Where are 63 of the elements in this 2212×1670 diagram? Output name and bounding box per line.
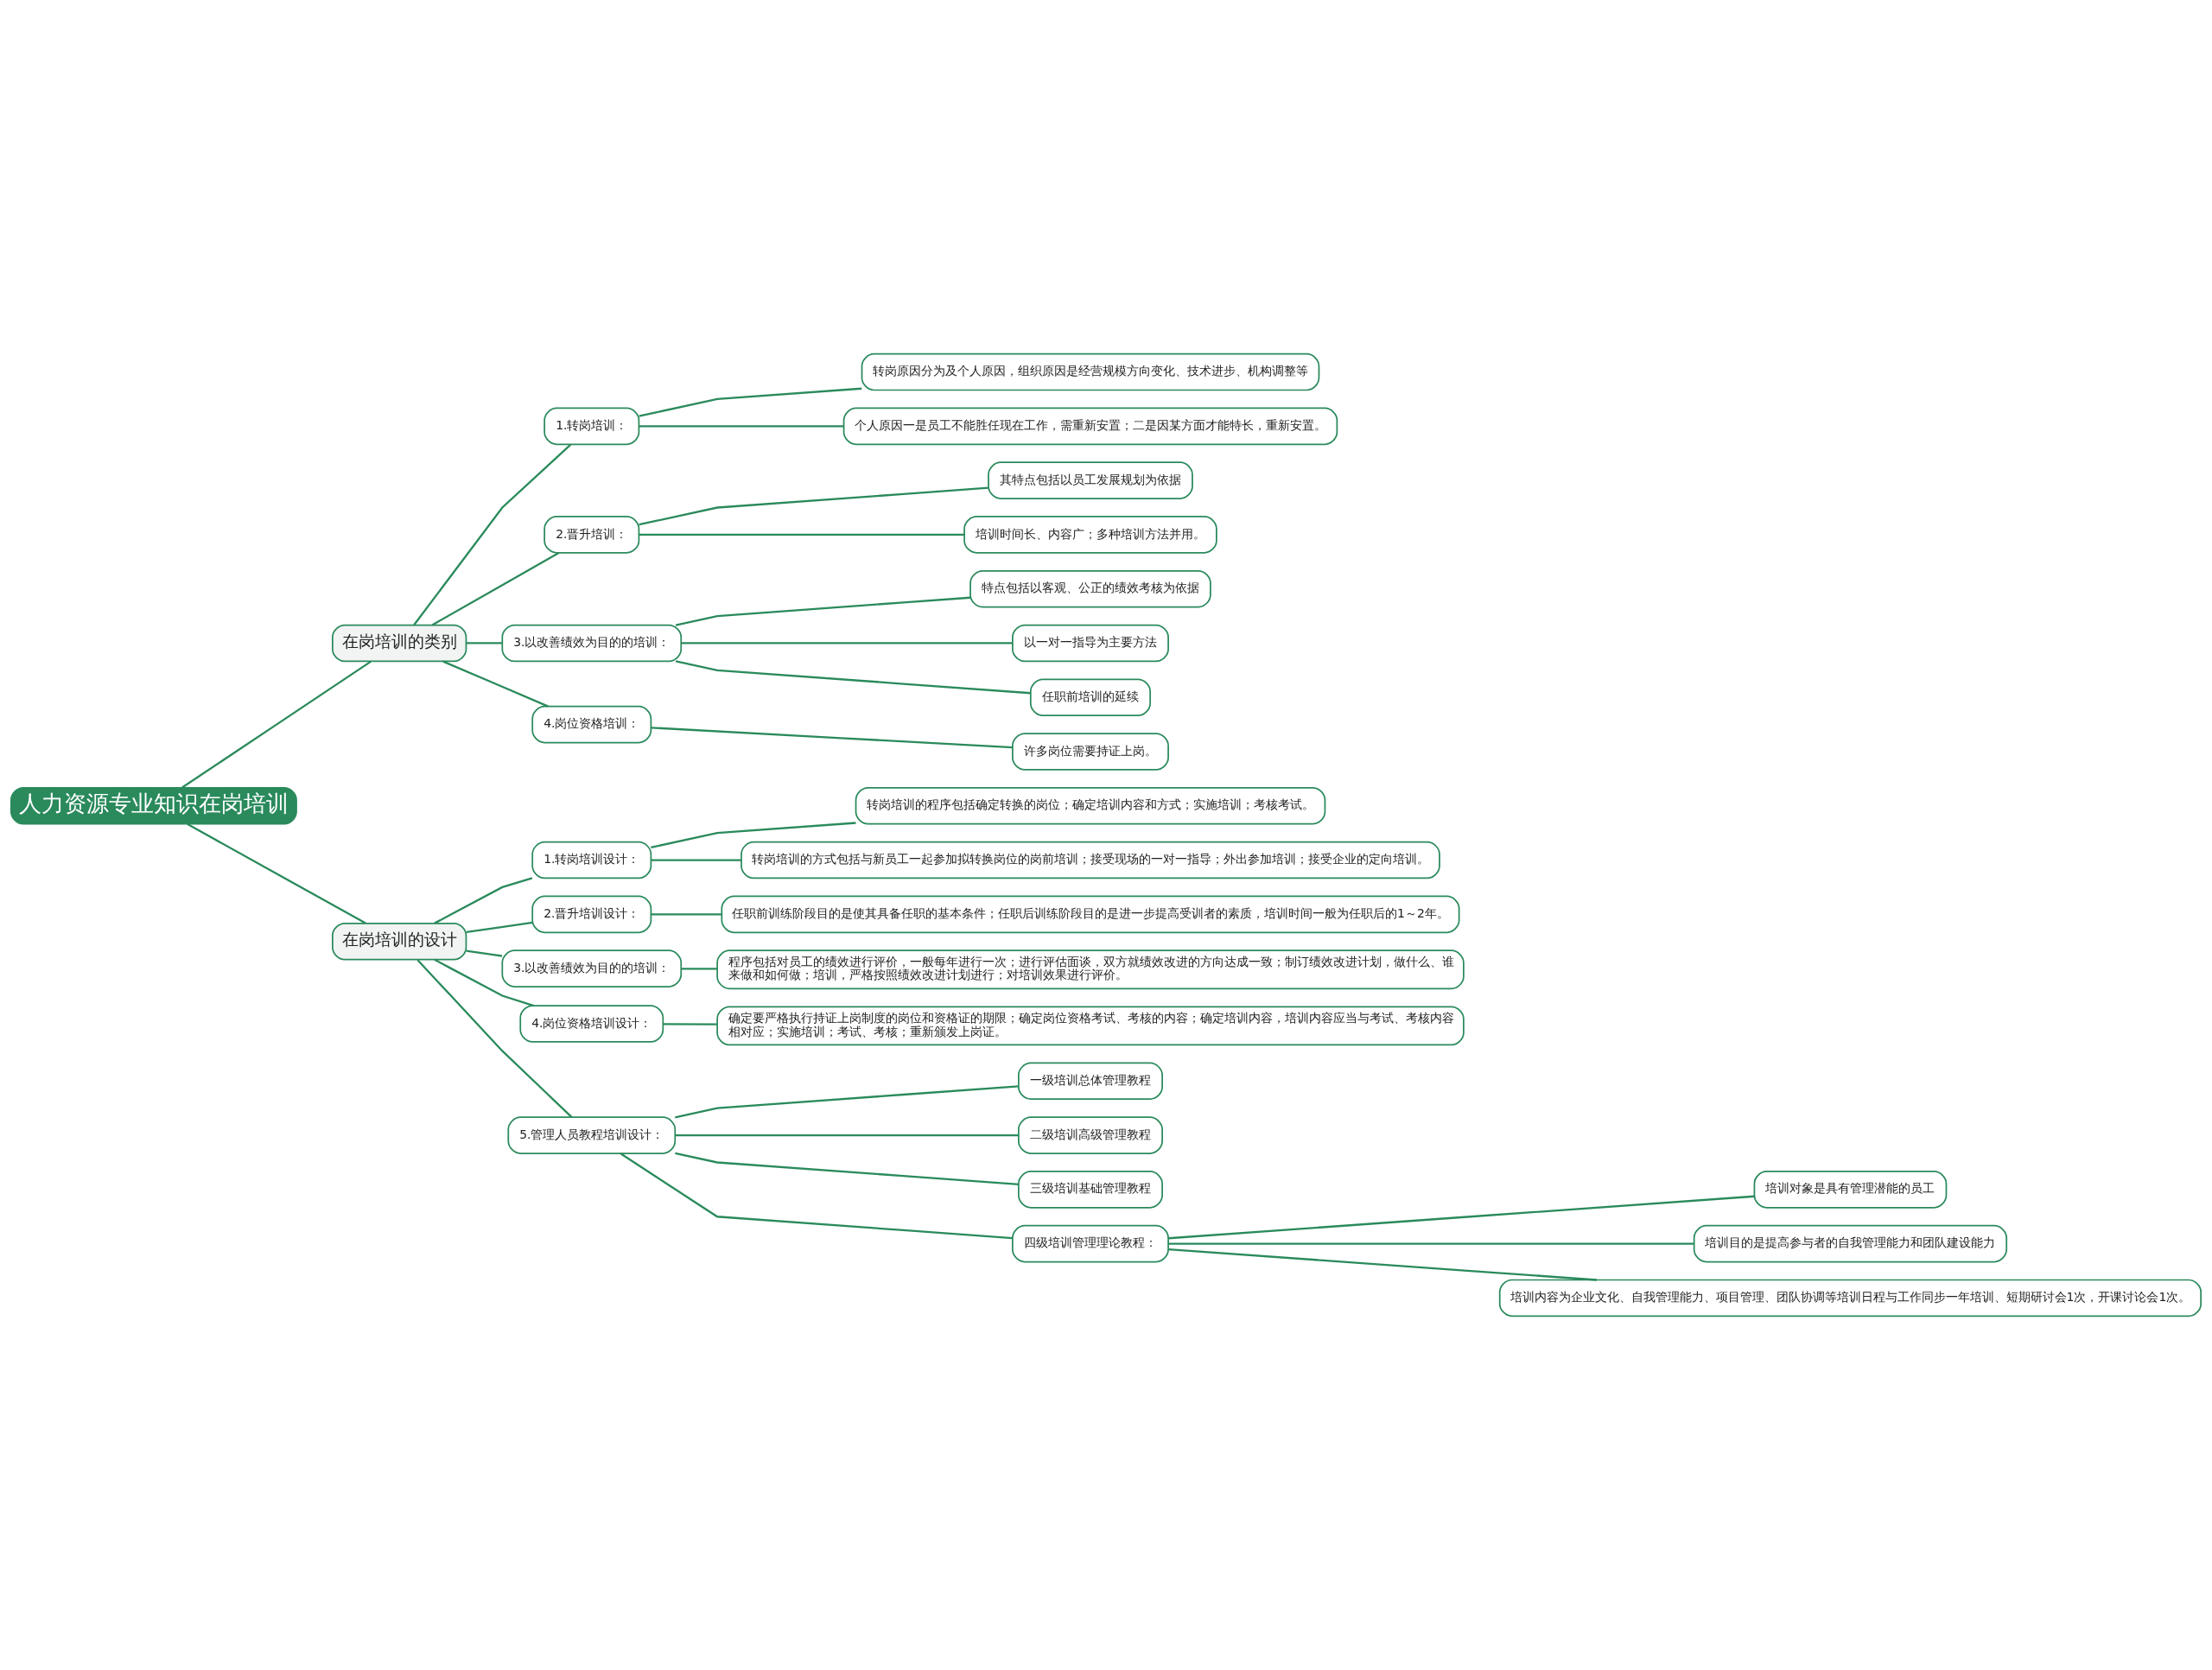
node-box: 1.转岗培训设计： (531, 841, 652, 879)
connector (675, 1085, 1019, 1119)
connector (681, 968, 718, 970)
connector (434, 877, 533, 924)
node-box: 四级培训管理理论教程： (1012, 1224, 1169, 1263)
connector (442, 660, 549, 708)
node-box: 在岗培训的类别 (332, 624, 467, 663)
connector (466, 642, 502, 645)
connector (651, 859, 741, 861)
node-box: 培训对象是具有管理潜能的员工 (1753, 1171, 1948, 1209)
connector (187, 822, 366, 924)
node-box: 5.管理人员教程培训设计： (507, 1116, 677, 1154)
connector (466, 949, 503, 957)
node-box: 培训目的是提高参与者的自我管理能力和团队建设能力 (1693, 1224, 2008, 1263)
node-box: 4.岗位资格培训： (531, 705, 652, 744)
connector (620, 1152, 1013, 1240)
node-box: 4.岗位资格培训设计： (519, 1005, 664, 1043)
node-box: 3.以改善绩效为目的的培训： (501, 949, 683, 987)
connector (431, 551, 560, 626)
node-box: 特点包括以客观、公正的绩效考核为依据 (969, 569, 1211, 608)
connector (675, 660, 1031, 695)
connector (651, 822, 856, 848)
node-box: 二级培训高级管理教程 (1018, 1116, 1163, 1154)
connector (681, 642, 1013, 645)
connector (466, 921, 533, 933)
node-box: 一级培训总体管理教程 (1018, 1062, 1163, 1101)
connector (181, 660, 372, 789)
connector (1168, 1248, 1597, 1281)
node-box: 2.晋升培训设计： (531, 895, 652, 934)
connector (675, 1152, 1019, 1186)
node-box: 2.晋升培训： (543, 516, 640, 554)
node-box: 转岗原因分为及个人原因，组织原因是经营规模方向变化、技术进步、机构调整等 (861, 352, 1320, 391)
node-box: 许多岗位需要持证上岗。 (1012, 733, 1169, 771)
node-box: 转岗培训的方式包括与新员工一起参加拟转换岗位的岗前培训；接受现场的一对一指导；外出参加培训；接受企业的定向培训。 (741, 841, 1440, 879)
connector (675, 1133, 1019, 1137)
node-box: 转岗培训的程序包括确定转换的岗位；确定培训内容和方式；实施培训；考核考试。 (855, 787, 1326, 825)
node-box: 任职前培训的延续 (1029, 678, 1151, 717)
connector (434, 958, 535, 1007)
connector (639, 486, 988, 526)
node-box: 确定要严格执行持证上岗制度的岗位和资格证的期限；确定岗位资格考试、考核的内容；确定培训内容，培训内容应当与考试、考核内容相对应；实施培训；考试、考核；重新颁发上岗证。 (716, 1006, 1465, 1046)
node-box: 任职前训练阶段目的是使其具备任职的基本条件；任职后训练阶段目的是进一步提高受训者的素质，培训时间一般为任职后的1～2年。 (721, 895, 1460, 934)
node-box: 在岗培训的设计 (332, 922, 467, 961)
node-box: 其特点包括以员工发展规划为依据 (988, 461, 1193, 499)
connector (651, 913, 722, 916)
node-box: 人力资源专业知识在岗培训 (10, 787, 297, 825)
node-box: 1.转岗培训： (543, 407, 640, 446)
connector (663, 1023, 717, 1025)
connector (639, 387, 862, 417)
node-box: 以一对一指导为主要方法 (1012, 624, 1169, 663)
connector (1168, 1195, 1755, 1240)
node-box: 三级培训基础管理教程 (1018, 1171, 1163, 1209)
node-box: 培训内容为企业文化、自我管理能力、项目管理、团队协调等培训日程与工作同步一年培训、短期研讨会1次，开课讨论会1次。 (1498, 1279, 2202, 1318)
connector (651, 727, 1013, 749)
node-box: 培训时间长、内容广；多种培训方法并用。 (963, 516, 1217, 554)
connector (639, 533, 965, 537)
node-box: 程序包括对员工的绩效进行评价，一般每年进行一次；进行评估面谈，双方就绩效改进的方向达成一致；制订绩效改进计划，做什么、谁来做和如何做；培训，严格按照绩效改进计划进行；对培训效果进行评价。 (716, 949, 1465, 990)
connector (639, 425, 844, 428)
node-box: 个人原因一是员工不能胜任现在工作，需重新安置；二是因某方面才能特长，重新安置。 (842, 407, 1338, 446)
node-box: 3.以改善绩效为目的的培训： (501, 624, 683, 663)
connector (416, 959, 573, 1118)
connector (675, 596, 971, 626)
connector (1168, 1242, 1694, 1245)
connector (413, 443, 572, 625)
